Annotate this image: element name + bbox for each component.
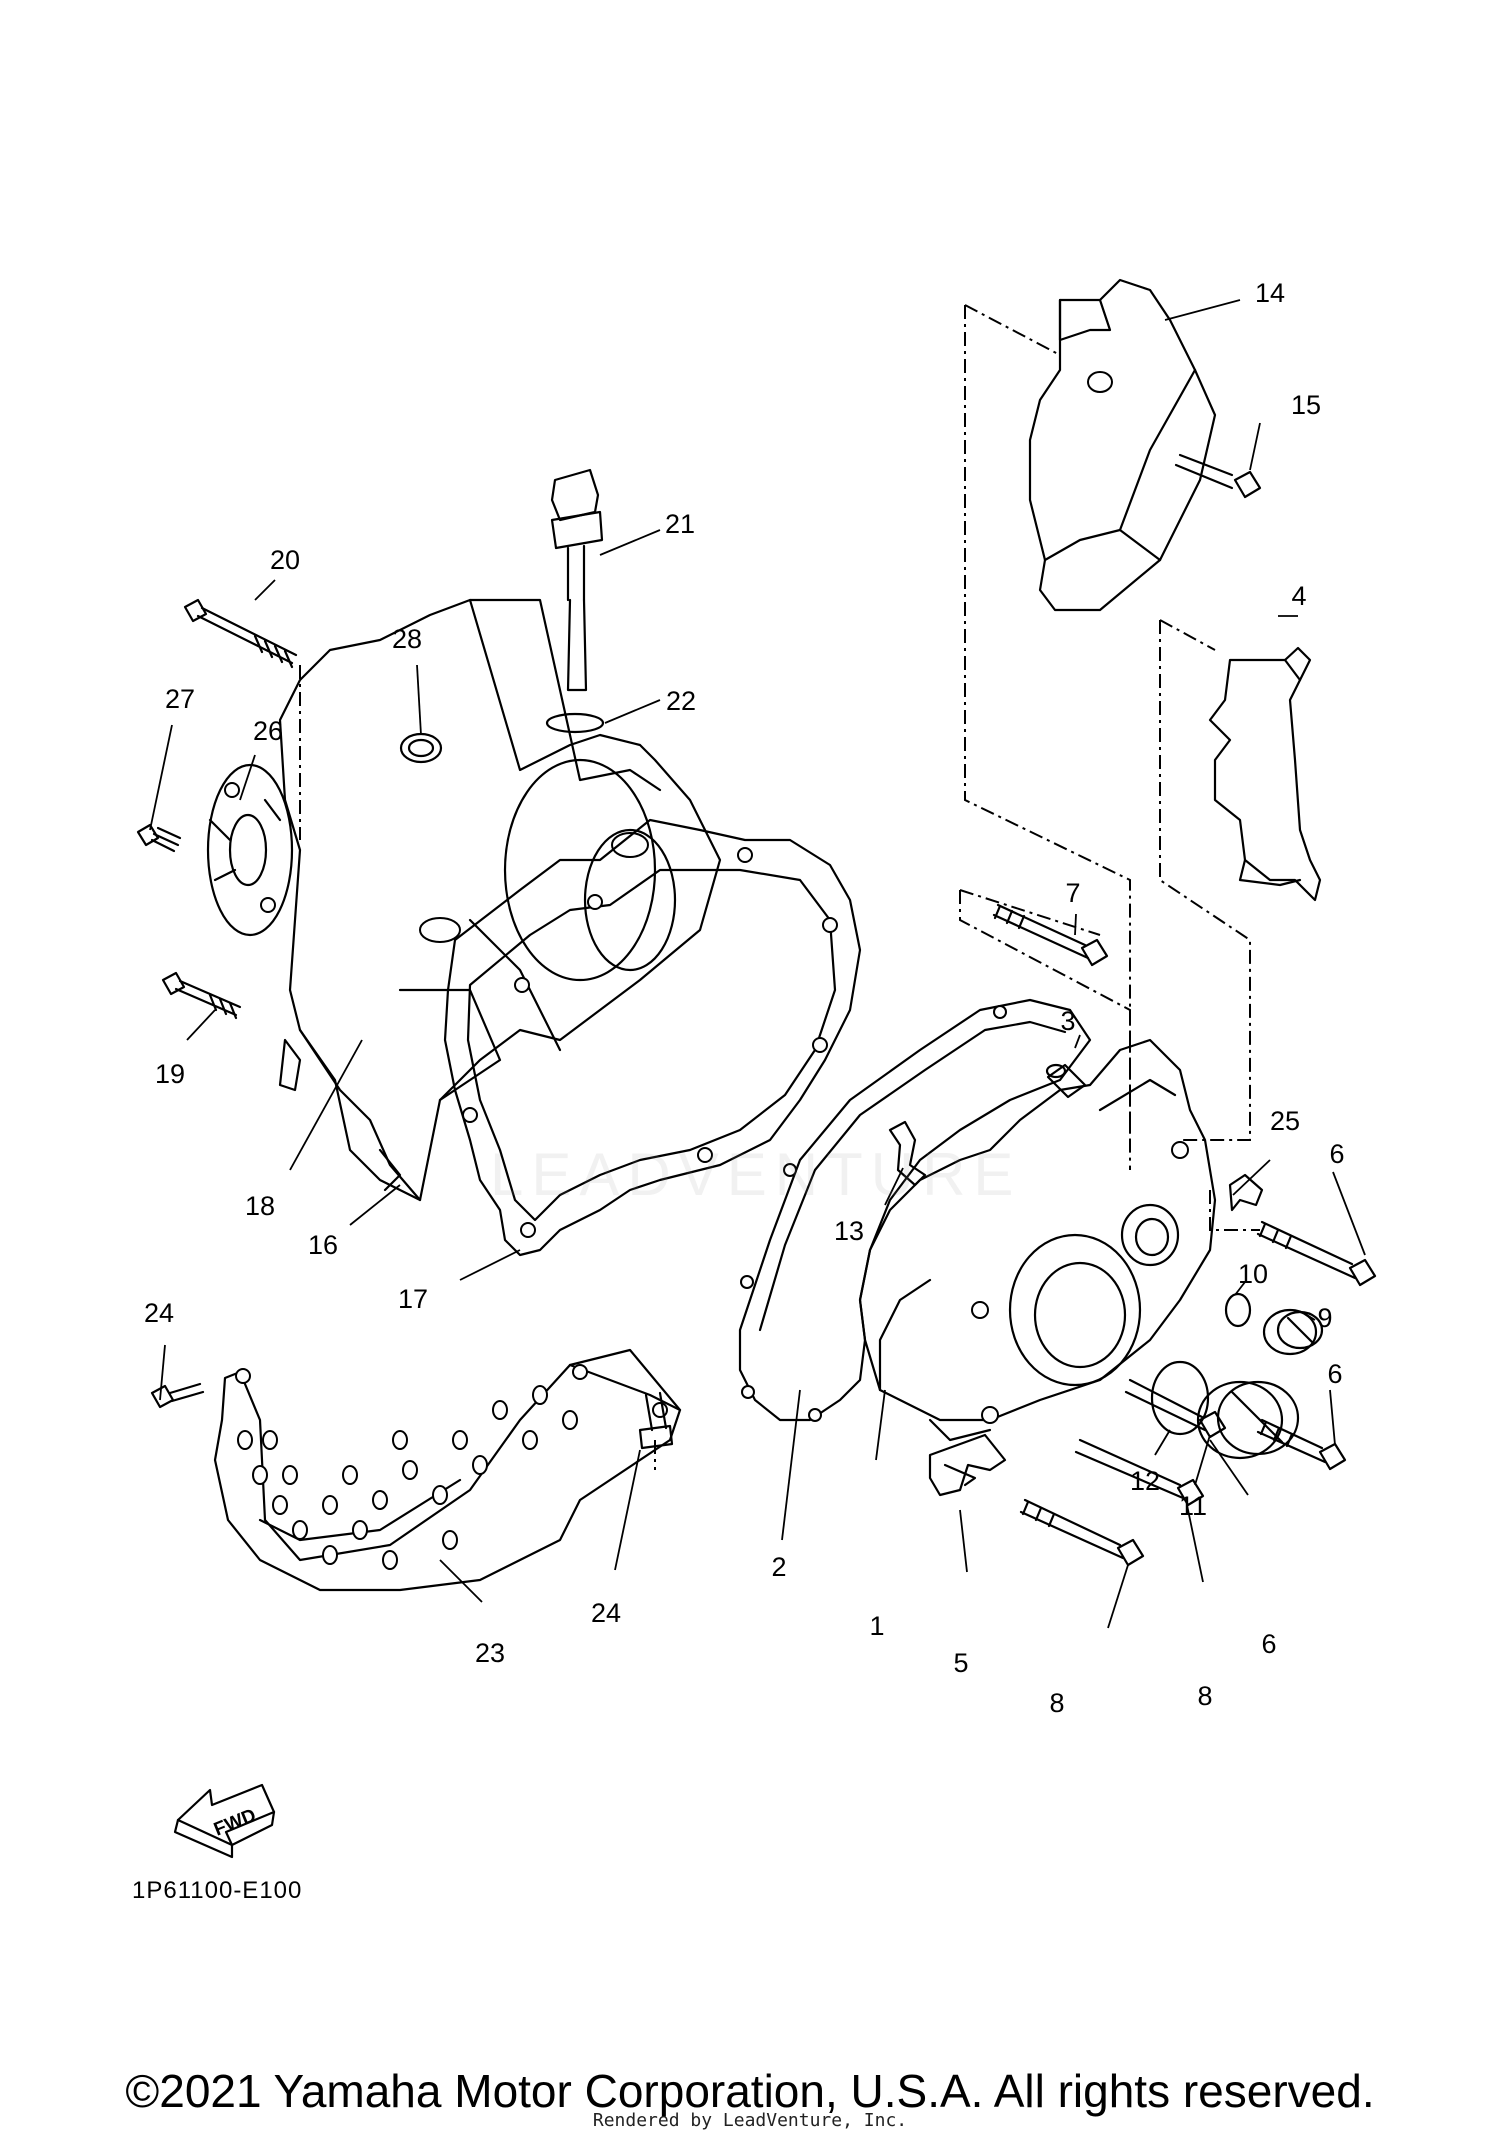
callout-24-left: 24: [144, 1298, 174, 1328]
bolt-7: [992, 903, 1109, 967]
callout-3: 3: [1060, 1006, 1075, 1036]
cap-11: [1196, 1380, 1300, 1460]
screw-27: [136, 823, 182, 853]
callout-21: 21: [665, 509, 695, 539]
bolt-24-right: [638, 1391, 674, 1450]
callout-28: 28: [392, 624, 422, 654]
callout-8-left: 8: [1049, 1688, 1064, 1718]
bolt-19: [161, 971, 242, 1020]
callout-8-right: 8: [1197, 1681, 1212, 1711]
callout-16: 16: [308, 1230, 338, 1260]
callout-27: 27: [165, 684, 195, 714]
o-ring-12: [1150, 1360, 1210, 1436]
callout-18: 18: [245, 1191, 275, 1221]
leader-lines: [149, 299, 1366, 1629]
callout-9: 9: [1317, 1303, 1332, 1333]
skid-plate-perforations: [237, 1385, 578, 1570]
bolt-8-lower: [1019, 1498, 1145, 1567]
callout-12: 12: [1130, 1466, 1160, 1496]
crankcase-cover-left: [278, 598, 722, 1202]
callout-11: 11: [1179, 1491, 1207, 1521]
alignment-lines: [299, 304, 1260, 1470]
callout-26: 26: [253, 716, 283, 746]
callout-6-lower: 6: [1261, 1629, 1276, 1659]
fwd-arrow-icon: FWD: [173, 1783, 276, 1859]
callout-6-right: 6: [1327, 1359, 1342, 1389]
clamp-13: [888, 1120, 927, 1187]
plug-9: [1262, 1308, 1324, 1356]
clamp-5: [928, 1433, 1007, 1497]
callout-23: 23: [475, 1638, 505, 1668]
callout-7: 7: [1065, 878, 1080, 908]
o-ring-10: [1224, 1292, 1252, 1328]
dowel-pin-3: [1045, 1063, 1087, 1099]
gasket-left: [443, 818, 862, 1257]
callout-2: 2: [771, 1552, 786, 1582]
dipstick-21: [550, 468, 604, 692]
callout-20: 20: [270, 545, 300, 575]
oil-seal-28: [399, 732, 443, 764]
watermark: LEADVENTURE: [490, 1141, 1022, 1208]
callout-4: 4: [1291, 581, 1306, 611]
callout-19: 19: [155, 1059, 185, 1089]
callout-25: 25: [1270, 1106, 1300, 1136]
clip-25: [1228, 1173, 1264, 1212]
callout-17: 17: [398, 1284, 428, 1314]
o-ring-22: [545, 712, 605, 734]
gasket-right: [738, 998, 1092, 1422]
cover-14: [1028, 278, 1217, 612]
rendered-by-notice: Rendered by LeadVenture, Inc.: [592, 2110, 908, 2131]
callout-6-upper: 6: [1329, 1139, 1344, 1169]
crankcase-cover-right: [858, 1038, 1217, 1442]
callout-15: 15: [1291, 390, 1321, 420]
bolt-8-upper: [1074, 1438, 1205, 1507]
bolt-20: [183, 598, 298, 669]
bracket-4: [1208, 646, 1322, 902]
callout-24-right: 24: [591, 1598, 621, 1628]
plate-26: [206, 763, 294, 937]
callout-13: 13: [834, 1216, 864, 1246]
bolt-6-upper: [1256, 1220, 1377, 1287]
callout-1: 1: [869, 1611, 884, 1641]
callout-5: 5: [953, 1648, 968, 1678]
bolt-15: [1174, 453, 1262, 499]
callout-10: 10: [1238, 1259, 1268, 1289]
bolt-6-mid: [1124, 1378, 1227, 1439]
skid-plate-23: [213, 1348, 682, 1592]
copyright-notice: ©2021 Yamaha Motor Corporation, U.S.A. A…: [125, 2065, 1375, 2117]
diagram-code: 1P61100-E100: [132, 1877, 302, 1904]
part-callouts: 1 2 3 4 5 6 6 6 7 8 8 9 10 11 12 13 14 1…: [144, 278, 1345, 1718]
callout-22: 22: [666, 686, 696, 716]
callout-14: 14: [1255, 278, 1285, 308]
